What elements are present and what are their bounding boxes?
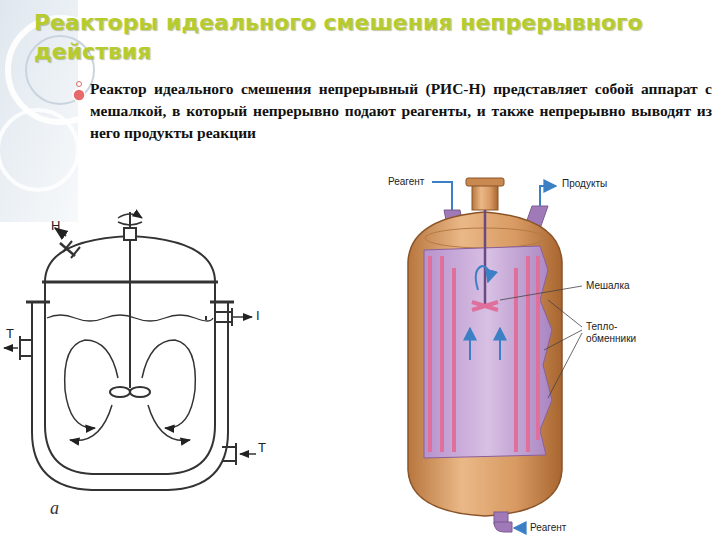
port-label: Т [258,440,266,455]
reactor-illustration [408,178,582,532]
part-label: Тепло- обменники [586,321,644,345]
flow-label: Реагент [388,176,424,188]
port-label: Н [51,218,60,233]
flow-label: Продукты [562,178,607,190]
slide-title: Реакторы идеального смешения непрерывног… [34,8,674,66]
figure-letter: а [50,498,59,518]
port-label: I [256,308,260,323]
part-label: Мешалка [586,280,630,292]
port-label: Т [6,326,14,341]
definition-text: Реактор идеального смешения непрерывный … [90,78,712,144]
vessel-sketch [4,212,256,490]
flow-label: Реагент [530,522,566,534]
